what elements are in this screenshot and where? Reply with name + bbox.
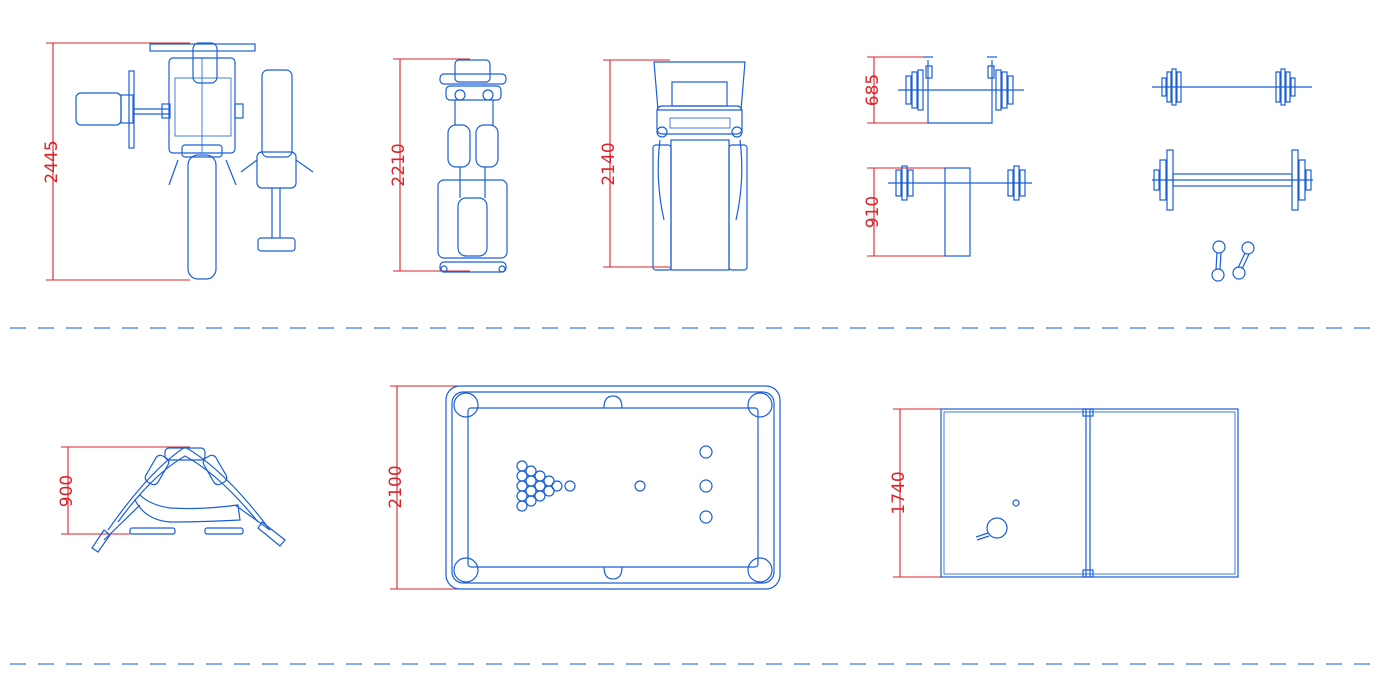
billiard-table: 2100 [386,385,781,590]
dimension-label-leg-press: 2210 [389,143,409,186]
ping-pong-table: 1740 [889,408,1239,578]
dimension-barbell-rack: 685 [863,56,930,124]
dumbbells [1211,240,1255,282]
dimension-multi-gym: 2445 [42,42,190,281]
leg-press-machine: 2210 [389,58,508,273]
treadmill: 2140 [599,59,748,271]
barbell-large [1152,149,1313,211]
rowing-machine: 900 [57,446,286,553]
dimension-billiard-table: 2100 [386,385,460,590]
dimension-label-ping-pong-table: 1740 [889,471,909,514]
barbell-rack: 685 [863,56,1024,124]
multi-gym-station: 2445 [42,42,314,281]
dimension-label-rowing-machine: 900 [57,475,77,507]
dimension-rowing-machine: 900 [57,446,190,535]
barbell-small [1152,68,1312,106]
dimension-label-billiard-table: 2100 [386,465,406,508]
bench-barbell: 910 [863,165,1032,257]
dimension-ping-pong-table: 1740 [889,408,942,578]
dimension-treadmill: 2140 [599,59,670,268]
dimension-label-bench-barbell: 910 [863,196,883,228]
dimension-bench-barbell: 910 [863,167,945,257]
dimension-label-treadmill: 2140 [599,142,619,185]
dimension-label-multi-gym: 2445 [42,140,62,183]
dimension-label-barbell-rack: 685 [863,74,883,106]
dimension-leg-press: 2210 [389,58,470,272]
